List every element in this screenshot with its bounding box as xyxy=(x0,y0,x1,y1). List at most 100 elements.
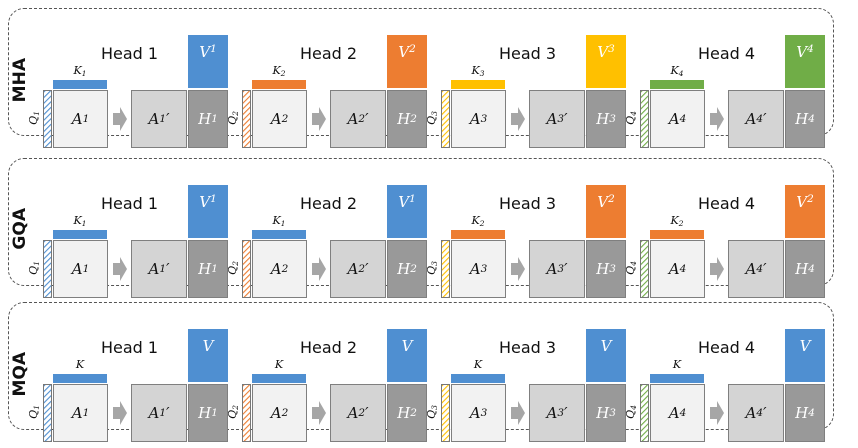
arrow-right-icon xyxy=(312,401,326,425)
q-label: Q1 xyxy=(27,103,41,133)
symbol-base: H xyxy=(795,110,809,128)
query-hatch-pattern xyxy=(641,91,648,147)
symbol-base: A xyxy=(546,110,558,128)
key-bar xyxy=(650,374,704,383)
symbol-base: A xyxy=(71,110,83,128)
arrow-shape xyxy=(710,401,724,425)
key-bar xyxy=(53,80,107,89)
query-bar xyxy=(640,90,649,148)
symbol-base: Q xyxy=(226,115,240,125)
symbol-subscript: 4 xyxy=(628,404,638,410)
k-label: K xyxy=(451,358,505,371)
symbol-base: H xyxy=(795,404,809,422)
symbol-subscript: 1 xyxy=(211,263,218,275)
symbol-base: V xyxy=(199,43,211,61)
arrow-right-icon xyxy=(113,257,127,281)
symbol-subscript: 2 xyxy=(281,113,289,125)
symbol-prime: ′ xyxy=(564,110,568,128)
symbol-subscript: 1 xyxy=(82,113,90,125)
q-label: Q3 xyxy=(425,253,439,283)
symbol-prime: ′ xyxy=(763,404,767,422)
symbol-subscript: 2 xyxy=(410,113,417,125)
head-title: Head 3 xyxy=(499,194,557,213)
symbol-subscript: 1 xyxy=(159,407,167,419)
query-bar xyxy=(441,90,450,148)
query-hatch-pattern xyxy=(641,241,648,297)
arrow-right-icon xyxy=(113,401,127,425)
key-bar xyxy=(252,230,306,239)
symbol-base: V xyxy=(401,337,413,355)
symbol-base: A xyxy=(668,404,680,422)
symbol-base: Q xyxy=(425,409,439,419)
symbol-base: H xyxy=(198,404,212,422)
k-label: K4 xyxy=(650,64,704,78)
symbol-subscript: 1 xyxy=(31,260,41,266)
arrow-shape xyxy=(312,257,326,281)
query-hatch-fill xyxy=(44,241,51,297)
symbol-subscript: 2 xyxy=(410,407,417,419)
symbol-subscript: 1 xyxy=(81,218,87,228)
symbol-base: K xyxy=(670,214,679,227)
query-hatch-fill xyxy=(641,385,648,441)
symbol-subscript: 1 xyxy=(409,193,416,205)
symbol-subscript: 4 xyxy=(808,263,815,275)
symbol-base: K xyxy=(274,358,284,371)
arrow-shape xyxy=(511,257,525,281)
k-label: K2 xyxy=(252,64,306,78)
symbol-subscript: 1 xyxy=(159,263,167,275)
arrow-right-icon xyxy=(113,107,127,131)
query-hatch-fill xyxy=(44,385,51,441)
symbol-base: Q xyxy=(27,115,41,125)
symbol-base: K xyxy=(471,214,480,227)
symbol-prime: ′ xyxy=(763,110,767,128)
symbol-prime: ′ xyxy=(763,260,767,278)
symbol-subscript: 2 xyxy=(409,43,416,55)
symbol-base: K xyxy=(272,214,281,227)
k-label: K2 xyxy=(650,214,704,228)
symbol-subscript: 3 xyxy=(608,43,615,55)
symbol-subscript: 3 xyxy=(480,407,488,419)
query-hatch-fill xyxy=(442,91,449,147)
query-hatch-pattern xyxy=(44,91,51,147)
symbol-base: V xyxy=(796,193,808,211)
symbol-base: Q xyxy=(425,115,439,125)
query-hatch-pattern xyxy=(641,385,648,441)
symbol-base: A xyxy=(745,260,757,278)
k-label: K3 xyxy=(451,64,505,78)
symbol-base: K xyxy=(670,64,679,77)
symbol-subscript: 3 xyxy=(557,407,565,419)
symbol-prime: ′ xyxy=(166,404,170,422)
symbol-base: A xyxy=(469,404,481,422)
key-bar xyxy=(252,80,306,89)
symbol-subscript: 3 xyxy=(429,110,439,116)
symbol-base: H xyxy=(596,110,610,128)
symbol-subscript: 1 xyxy=(211,113,218,125)
symbol-base: H xyxy=(198,260,212,278)
arrow-shape xyxy=(710,257,724,281)
query-hatch-fill xyxy=(641,91,648,147)
symbol-subscript: 4 xyxy=(808,113,815,125)
symbol-base: A xyxy=(469,260,481,278)
symbol-base: K xyxy=(272,64,281,77)
query-hatch-fill xyxy=(243,241,250,297)
symbol-base: K xyxy=(672,358,682,371)
q-label: Q2 xyxy=(226,103,240,133)
arrow-shape xyxy=(312,107,326,131)
symbol-subscript: 2 xyxy=(230,260,240,266)
symbol-subscript: 4 xyxy=(679,113,687,125)
symbol-subscript: 1 xyxy=(82,407,90,419)
arrow-shape xyxy=(710,107,724,131)
head-title: Head 4 xyxy=(698,194,756,213)
symbol-base: V xyxy=(799,337,811,355)
arrow-shape xyxy=(113,257,127,281)
symbol-subscript: 1 xyxy=(31,404,41,410)
row-label: MQA xyxy=(10,352,30,397)
